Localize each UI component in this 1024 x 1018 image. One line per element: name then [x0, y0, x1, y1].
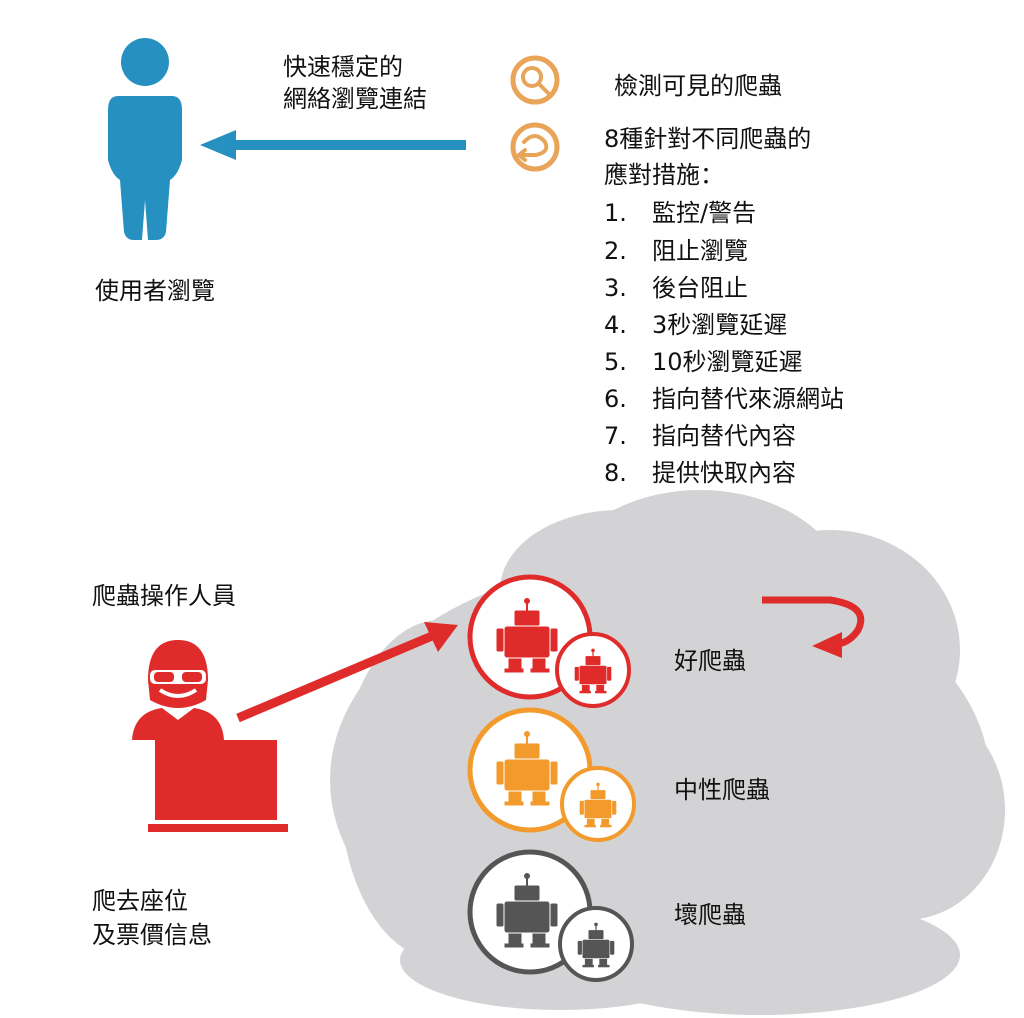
list-item: 3.後台阻止	[604, 274, 748, 302]
list-item: 6.指向替代來源網站	[604, 385, 844, 413]
cloud-shape	[330, 490, 1005, 1015]
red-arrow	[236, 622, 458, 723]
user-label: 使用者瀏覽	[95, 277, 215, 305]
operator-purpose-line2: 及票價信息	[92, 921, 212, 949]
magnifier-icon	[510, 55, 560, 105]
redirect-icon	[510, 122, 560, 172]
bad-bot-small-icon	[558, 906, 634, 982]
measures-heading-line1: 8種針對不同爬蟲的	[604, 125, 812, 153]
operator-purpose-line1: 爬去座位	[92, 887, 188, 915]
arrow-label-line1: 快速穩定的	[283, 53, 403, 81]
blue-arrow	[200, 130, 466, 160]
list-item: 2.阻止瀏覽	[604, 237, 748, 265]
list-item: 8.提供快取內容	[604, 459, 796, 487]
neutral-bot-small-icon	[560, 766, 636, 842]
operator-avatar-icon	[132, 640, 224, 740]
laptop-icon	[148, 740, 288, 832]
measures-heading-line2: 應對措施：	[604, 161, 724, 189]
good-bot-small-icon	[555, 632, 631, 708]
user-person-icon	[108, 38, 182, 240]
neutral-bot-label: 中性爬蟲	[674, 776, 770, 804]
curved-return-arrow	[762, 596, 865, 658]
list-item: 1.監控/警告	[604, 199, 757, 227]
operator-label: 爬蟲操作人員	[92, 582, 236, 610]
list-item: 7.指向替代內容	[604, 422, 796, 450]
list-item: 4.3秒瀏覽延遲	[604, 311, 788, 339]
arrow-label-line2: 網絡瀏覽連結	[283, 85, 427, 113]
bad-bot-label: 壞爬蟲	[674, 901, 746, 929]
detect-label: 檢測可見的爬蟲	[614, 72, 782, 100]
good-bot-label: 好爬蟲	[674, 647, 746, 675]
list-item: 5.10秒瀏覽延遲	[604, 348, 803, 376]
